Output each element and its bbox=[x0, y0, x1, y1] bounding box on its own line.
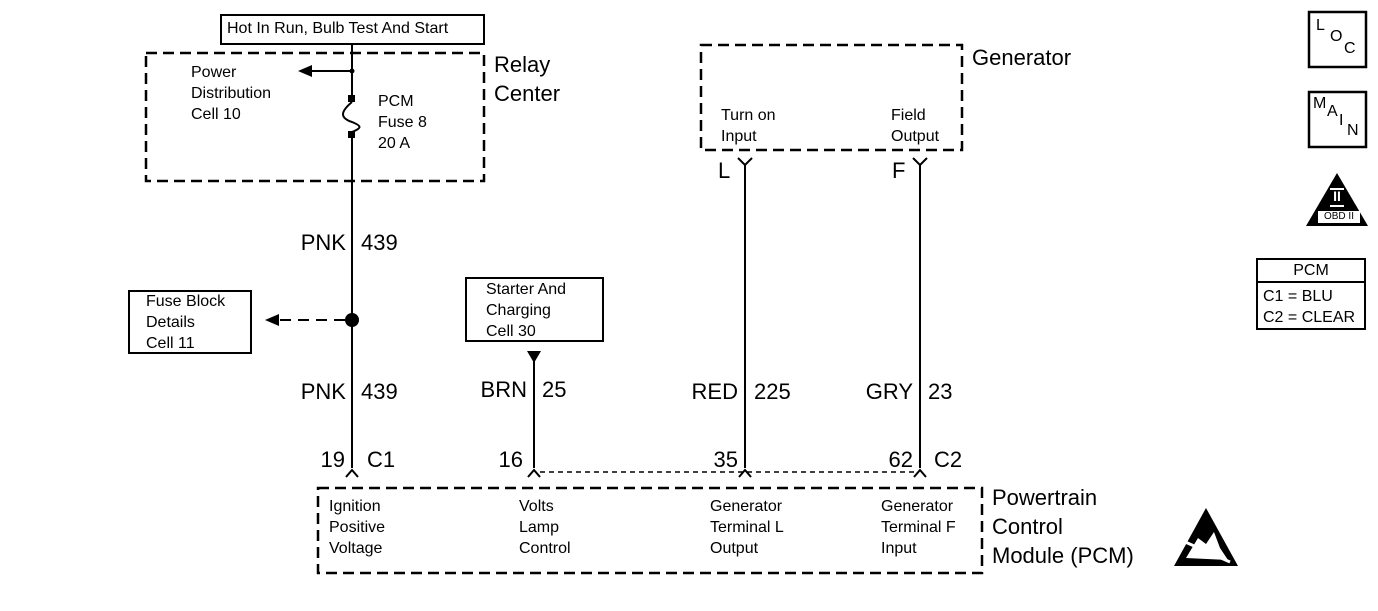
obd-ii-numeral: II bbox=[1333, 188, 1341, 204]
starter-line3: Cell 30 bbox=[486, 323, 536, 340]
pnk-lower-circuit: 439 bbox=[361, 379, 398, 404]
power-dist-line2: Distribution bbox=[191, 85, 272, 102]
gen-terminal-l: L bbox=[718, 158, 731, 183]
pcm-ignition-line2: Positive bbox=[329, 519, 386, 536]
pcm-title-line1: Powertrain bbox=[992, 485, 1098, 510]
pcm-volts-line3: Control bbox=[519, 540, 571, 557]
fuse-block-line2: Details bbox=[146, 314, 195, 331]
pcm-box bbox=[316, 486, 984, 575]
loc-icon-c: C bbox=[1344, 40, 1356, 57]
pin-62-connector bbox=[913, 468, 927, 478]
pin-35-connector bbox=[738, 468, 752, 478]
starter-line2: Charging bbox=[486, 302, 551, 319]
brn-color: BRN bbox=[480, 377, 527, 402]
pcm-gen-f-line2: Terminal F bbox=[881, 519, 956, 536]
pcm-gen-f-line3: Input bbox=[881, 540, 917, 557]
loc-icon-frame bbox=[1307, 10, 1368, 69]
gen-f-connector bbox=[912, 157, 928, 167]
pcm-title-line3: Module (PCM) bbox=[992, 543, 1134, 568]
gen-field-line2: Output bbox=[891, 128, 940, 145]
pcm-gen-l-line1: Generator bbox=[710, 498, 783, 515]
fuse-block-line3: Cell 11 bbox=[146, 335, 195, 352]
power-dist-arrowhead bbox=[298, 65, 312, 77]
gen-terminal-f: F bbox=[892, 158, 906, 183]
pcm-gen-l-line2: Terminal L bbox=[710, 519, 784, 536]
pnk-lower-color: PNK bbox=[300, 379, 346, 404]
pcm-legend-title: PCM bbox=[1258, 260, 1364, 283]
power-source-label: Hot In Run, Bulb Test And Start bbox=[227, 20, 449, 37]
connector-c2-label: C2 bbox=[934, 447, 963, 472]
pin-16-label: 16 bbox=[498, 447, 523, 472]
pcm-volts-line1: Volts bbox=[519, 498, 554, 515]
fuse-block-arrowhead bbox=[265, 314, 279, 326]
main-icon-i: I bbox=[1339, 112, 1344, 129]
fuse-block-line1: Fuse Block bbox=[146, 293, 226, 310]
pcm-legend-c2: C2 = CLEAR bbox=[1263, 309, 1356, 326]
pcm-gen-f-line1: Generator bbox=[881, 498, 954, 515]
obd-ii-label: OBD II bbox=[1323, 211, 1354, 222]
pcm-title-line2: Control bbox=[992, 514, 1063, 539]
fuse-label-line2: Fuse 8 bbox=[378, 114, 427, 131]
main-icon-m: M bbox=[1313, 95, 1327, 112]
pcm-gen-l-line3: Output bbox=[710, 540, 759, 557]
fuse-element bbox=[342, 101, 361, 133]
starter-arrowhead bbox=[527, 351, 541, 363]
gry-color: GRY bbox=[865, 379, 913, 404]
main-icon-frame bbox=[1307, 90, 1368, 149]
main-icon-a: A bbox=[1327, 103, 1338, 120]
generator-title: Generator bbox=[972, 45, 1072, 70]
gen-turn-on-line1: Turn on bbox=[721, 107, 776, 124]
red-color: RED bbox=[691, 379, 738, 404]
connector-c1-label: C1 bbox=[367, 447, 396, 472]
gen-field-line1: Field bbox=[891, 107, 926, 124]
power-source-box: Hot In Run, Bulb Test And Start bbox=[220, 14, 485, 45]
relay-center-title-2: Center bbox=[494, 81, 561, 106]
loc-icon-o: O bbox=[1330, 28, 1343, 45]
pcm-ignition-line1: Ignition bbox=[329, 498, 381, 515]
pcm-legend-c1: C1 = BLU bbox=[1263, 288, 1333, 305]
loc-icon-l: L bbox=[1316, 17, 1325, 34]
relay-center-box bbox=[144, 51, 486, 183]
fuse-label-line1: PCM bbox=[378, 93, 414, 110]
red-circuit: 225 bbox=[754, 379, 791, 404]
pcm-ignition-line3: Voltage bbox=[329, 540, 383, 557]
power-dist-line3: Cell 10 bbox=[191, 106, 241, 123]
starter-charging-box: Starter And Charging Cell 30 bbox=[465, 277, 604, 342]
gry-circuit: 23 bbox=[928, 379, 953, 404]
main-icon-n: N bbox=[1347, 122, 1359, 139]
obd-ii-label-bg bbox=[1318, 211, 1360, 223]
pin-62-label: 62 bbox=[888, 447, 913, 472]
generator-box bbox=[699, 43, 964, 152]
pnk-upper-color: PNK bbox=[300, 230, 346, 255]
fuse-terminal-bottom bbox=[348, 131, 355, 138]
pin-19-label: 19 bbox=[320, 447, 345, 472]
gen-l-connector bbox=[737, 157, 753, 167]
fuse-terminal-top bbox=[348, 95, 355, 102]
pnk-upper-circuit: 439 bbox=[361, 230, 398, 255]
starter-line1: Starter And bbox=[486, 281, 567, 298]
power-dist-line1: Power bbox=[191, 64, 237, 81]
pin-35-label: 35 bbox=[713, 447, 738, 472]
relay-center-title: Relay bbox=[494, 52, 551, 77]
pin-19-connector bbox=[345, 468, 359, 478]
esd-slash bbox=[1182, 539, 1231, 564]
brn-circuit: 25 bbox=[542, 377, 567, 402]
splice-fuse-block bbox=[345, 313, 359, 327]
esd-hand-mark bbox=[1186, 532, 1228, 560]
pin-16-connector bbox=[527, 468, 541, 478]
pcm-connector-legend: PCM C1 = BLU C2 = CLEAR bbox=[1256, 258, 1366, 330]
pcm-volts-line2: Lamp bbox=[519, 519, 560, 536]
gen-turn-on-line2: Input bbox=[721, 128, 757, 145]
fuse-block-box: Fuse Block Details Cell 11 bbox=[128, 290, 252, 354]
fuse-label-line3: 20 A bbox=[378, 135, 411, 152]
